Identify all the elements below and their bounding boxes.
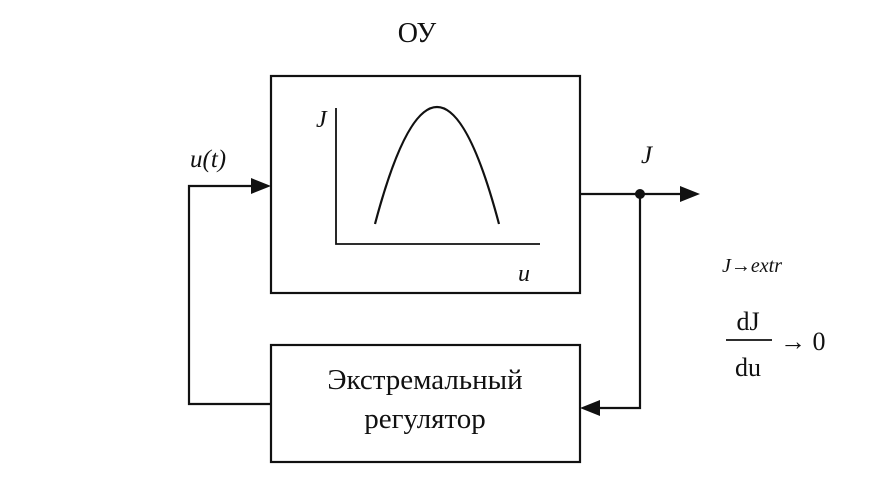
output-arrowhead [680,186,700,202]
input-signal-label: u(t) [190,146,226,173]
derivative-numerator: dJ [736,307,759,336]
plant-block [269,74,582,295]
graph-y-label: J [316,107,328,133]
goal-condition: J→extr [722,255,782,277]
derivative-limit: → 0 [780,327,826,356]
control-line [187,184,271,406]
control-arrowhead [251,178,271,194]
derivative-denominator: du [735,353,761,382]
graph-axes [335,108,540,245]
feedback-line [594,194,642,410]
graph-x-label: u [518,261,530,287]
extremum-curve [373,105,501,225]
plant-title: ОУ [398,18,437,49]
output-signal-label: J [641,142,654,169]
controller-label-line1: Экстремальный [327,364,522,396]
controller-label-line2: регулятор [364,403,486,435]
feedback-arrowhead [580,400,600,416]
